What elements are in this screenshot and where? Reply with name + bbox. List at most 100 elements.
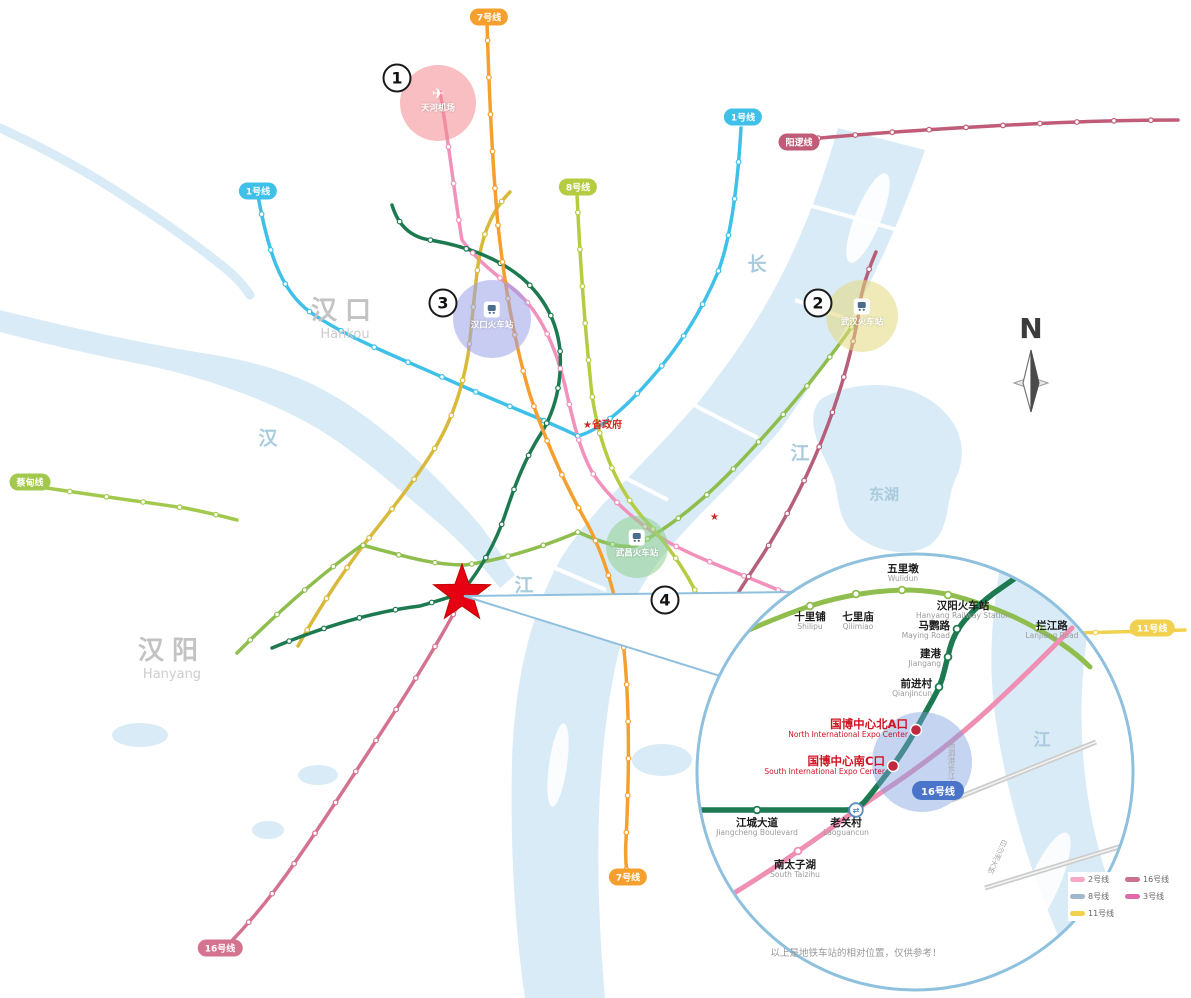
metro-station-dot <box>497 275 503 281</box>
metro-station-dot <box>344 564 351 571</box>
metro-station-dot <box>725 232 732 239</box>
metro-station-dot <box>468 561 475 567</box>
baishazhou-island-main <box>547 723 569 807</box>
metro-station-dot <box>356 614 363 621</box>
lake-sw-2 <box>298 765 338 785</box>
metro-station-dot <box>585 357 592 364</box>
metro-station-dot <box>505 553 511 559</box>
metro-station-dot <box>66 488 73 495</box>
train-icon <box>483 301 500 318</box>
metro-station-dot <box>609 465 615 471</box>
metro-station-dot <box>526 282 533 289</box>
metro-station-dot <box>439 374 445 380</box>
hub-wuchang-railway: 武昌火车站 <box>616 529 658 559</box>
expo-location-star <box>432 562 492 620</box>
metro-station-dot <box>332 799 339 806</box>
label-hanjiang: 汉 <box>258 427 278 450</box>
inset-station-dots <box>752 585 1043 856</box>
metro-station-dot <box>459 377 466 384</box>
inset-content: ⇄ <box>697 554 1133 990</box>
metro-station-dot <box>675 515 682 522</box>
metro-station-dot <box>373 737 379 744</box>
metro-station-dot <box>582 320 589 327</box>
sha-lake <box>682 428 718 452</box>
metro-station-dot <box>544 331 551 337</box>
metro-station-dot <box>730 466 737 472</box>
metro-station-dot <box>445 143 452 150</box>
marker-2-highlight <box>826 280 898 352</box>
line-2-path <box>438 90 794 598</box>
pill-line1-west: 1号线 <box>238 182 278 200</box>
inset-yangtze <box>991 554 1133 990</box>
pill-caidian-line: 蔡甸线 <box>9 473 51 491</box>
metro-station-dot <box>498 521 505 528</box>
metro-station-dot <box>472 389 479 395</box>
metro-station-dot <box>557 365 564 372</box>
metro-station-dot <box>304 627 311 633</box>
metro-station-dot <box>575 209 581 216</box>
yangtze-river <box>511 128 925 998</box>
pill-line11-east: 11号线 <box>1129 619 1175 637</box>
metro-station-dot <box>1147 117 1154 124</box>
metro-station-dot <box>852 132 859 138</box>
compass-n-label: N <box>1019 312 1043 345</box>
metro-station-dot <box>432 643 438 650</box>
poi-star-2: ★ <box>710 512 719 523</box>
metro-station-dot <box>286 638 293 644</box>
metro-station-dot <box>829 409 836 416</box>
metro-station-dot <box>745 573 752 580</box>
legend-swatch <box>1125 894 1140 899</box>
metro-station-dot <box>755 439 762 445</box>
metro-station-dot <box>625 755 632 762</box>
metro-station-dot <box>469 250 476 256</box>
inset-border <box>695 552 1135 992</box>
metro-station-dot <box>487 111 494 118</box>
legend-swatch <box>1070 911 1085 916</box>
metro-station-dot <box>427 237 434 244</box>
metro-station-dot <box>703 491 710 498</box>
station-label-laoguancun: 老关村 Laoguancun <box>823 817 869 838</box>
station-label-taizihu: 南太子湖 South Taizihu <box>770 859 820 880</box>
metro-station-dot <box>596 430 603 437</box>
metro-station-dot <box>291 860 298 867</box>
metro-station-dot <box>338 327 345 334</box>
metro-station-dot <box>566 401 573 408</box>
metro-station-dot <box>963 124 969 131</box>
metro-station-dot <box>306 308 313 315</box>
metro-station-dot <box>607 415 613 422</box>
metro-station-dot <box>412 675 419 681</box>
metro-station-dot <box>531 403 537 410</box>
metro-station-dot <box>1000 122 1006 129</box>
metro-station-dot <box>258 211 265 218</box>
inset-baishazhou-island <box>1017 832 1071 936</box>
metro-station-dot <box>247 637 254 643</box>
district-hankou: 汉口 Hankou <box>310 296 380 342</box>
legend-item: 3号线 <box>1125 891 1176 902</box>
metro-station-dot <box>495 222 501 229</box>
metro-station-dot <box>575 504 582 511</box>
hub-wuhan-railway: 武汉火车站 <box>841 298 883 328</box>
metro-station-dot <box>489 148 496 155</box>
metro-station-dot <box>525 452 532 459</box>
poi-provincial-government: ★省政府 <box>583 420 622 431</box>
legend-item: 16号线 <box>1125 874 1176 885</box>
metro-station-dot <box>625 718 631 725</box>
metro-station-dot <box>623 681 630 688</box>
line-16-path <box>226 596 464 947</box>
marker-number-2: 2 <box>803 288 833 318</box>
metro-station-dot <box>543 420 550 427</box>
rivers <box>0 123 962 998</box>
metro-station-dot <box>780 411 787 418</box>
metro-station-dot <box>389 506 395 512</box>
metro-station-dot <box>672 555 679 562</box>
metro-station-dot <box>889 129 896 136</box>
legend-swatch <box>1070 877 1085 882</box>
metro-station-dot <box>680 333 687 339</box>
metro-station-dot <box>103 493 110 500</box>
metro-station-dot <box>396 218 403 225</box>
metro-station-dot <box>731 195 738 202</box>
marker-number-3: 3 <box>428 288 458 318</box>
metro-station-dot <box>301 587 308 593</box>
